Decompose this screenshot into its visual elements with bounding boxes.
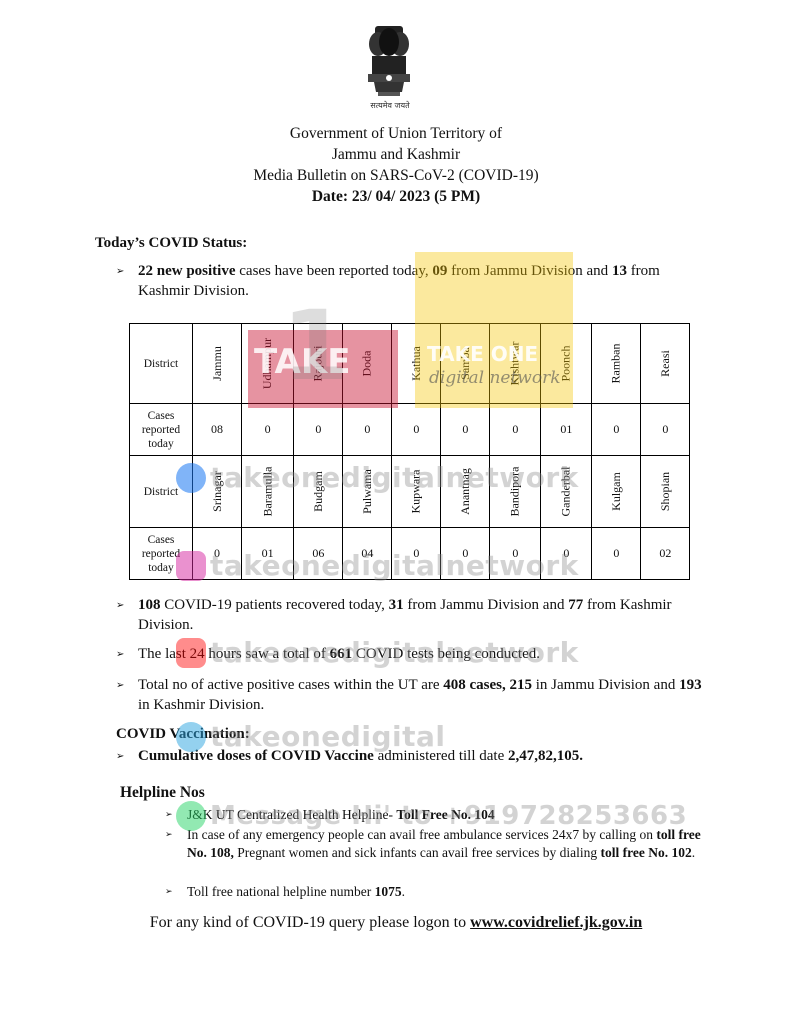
bulletin-header: Government of Union Territory of Jammu a… — [0, 123, 792, 207]
bullet-arrow-icon: ➢ — [116, 751, 125, 762]
district-name-cell: Shopian — [640, 455, 691, 528]
district-name-cell: Poonch — [540, 323, 593, 404]
district-name-cell: Ganderbal — [540, 455, 593, 528]
table-row: District Srinagar Baramulla Budgam Pulwa… — [129, 455, 691, 528]
cases-cell: 0 — [489, 527, 542, 580]
cases-cell: 0 — [440, 403, 491, 456]
cases-cell: 0 — [342, 403, 393, 456]
tests-bullet: ➢ The last 24 hours saw a total of 661 C… — [114, 645, 704, 665]
district-label: District — [129, 455, 193, 528]
district-name-cell: Rajouri — [293, 323, 344, 404]
helpline-item: ➢ In case of any emergency people can av… — [165, 827, 701, 860]
cases-cell: 0 — [293, 403, 344, 456]
helpline-item: ➢ Toll free national helpline number 107… — [165, 884, 405, 899]
emblem-motto: सत्यमेव जयते — [370, 101, 410, 110]
active-cases-bullet: ➢ Total no of active positive cases with… — [116, 677, 702, 713]
district-name-cell: Kishtwar — [489, 323, 542, 404]
cases-cell: 0 — [591, 403, 642, 456]
cases-cell: 01 — [240, 527, 295, 580]
district-name-cell: Kulgam — [591, 455, 642, 528]
district-name-cell: Reasi — [640, 323, 691, 404]
table-row: District Jammu Udhampur Rajouri Doda Kat… — [129, 323, 691, 404]
cases-cell: 0 — [489, 403, 542, 456]
new-cases-bullet: ➢ 22 new positive cases have been report… — [116, 263, 660, 299]
district-name-cell: Budgam — [293, 455, 344, 528]
district-name-cell: Srinagar — [192, 455, 242, 528]
bullet-arrow-icon: ➢ — [165, 810, 173, 820]
district-name-cell: Bandipora — [489, 455, 542, 528]
district-name-cell: Udhampur — [240, 323, 295, 404]
vaccination-bullet: ➢ Cumulative doses of COVID Vaccine admi… — [114, 747, 704, 767]
cases-label: Cases reported today — [129, 403, 193, 456]
vaccination-heading: COVID Vaccination: — [116, 726, 250, 742]
bulletin-date: Date: 23/ 04/ 2023 (5 PM) — [311, 188, 481, 205]
state-emblem-icon — [368, 26, 410, 96]
cases-cell: 0 — [391, 527, 442, 580]
table-row: Cases reported today 08 0 0 0 0 0 0 01 0… — [129, 403, 691, 456]
cases-cell: 0 — [240, 403, 295, 456]
district-name-cell: Kathua — [391, 323, 442, 404]
cases-cell: 0 — [540, 527, 593, 580]
district-label: District — [129, 323, 193, 404]
covidrelief-link[interactable]: www.covidrelief.jk.gov.in — [470, 914, 643, 931]
cases-label: Cases reported today — [129, 527, 193, 580]
cases-cell: 02 — [640, 527, 691, 580]
header-line-3: Media Bulletin on SARS-CoV-2 (COVID-19) — [253, 167, 539, 184]
bullet-arrow-icon: ➢ — [116, 680, 125, 691]
helpline-item: ➢ J&K UT Centralized Health Helpline- To… — [165, 807, 495, 822]
header-line-1: Government of Union Territory of — [289, 125, 503, 142]
cases-cell: 01 — [540, 403, 593, 456]
district-name-cell: Kupwara — [391, 455, 442, 528]
cases-cell: 0 — [192, 527, 242, 580]
cases-cell: 08 — [192, 403, 242, 456]
footer-line: For any kind of COVID-19 query please lo… — [149, 914, 643, 931]
district-name-cell: Ramban — [591, 323, 642, 404]
bullet-arrow-icon: ➢ — [116, 600, 125, 611]
header-line-2: Jammu and Kashmir — [331, 146, 461, 163]
helpline-heading: Helpline Nos — [120, 784, 205, 801]
bullet-arrow-icon: ➢ — [165, 830, 173, 840]
cases-cell: 0 — [440, 527, 491, 580]
cases-cell: 04 — [342, 527, 393, 580]
bullet-arrow-icon: ➢ — [165, 887, 173, 897]
cases-cell: 0 — [640, 403, 691, 456]
district-cases-table: District Jammu Udhampur Rajouri Doda Kat… — [129, 323, 691, 580]
district-name-cell: Jammu — [192, 323, 242, 404]
bullet-arrow-icon: ➢ — [116, 266, 125, 277]
district-name-cell: Doda — [342, 323, 393, 404]
district-name-cell: Pulwama — [342, 455, 393, 528]
bullet-arrow-icon: ➢ — [116, 649, 125, 660]
recovered-bullet: ➢ 108 COVID-19 patients recovered today,… — [116, 597, 672, 633]
district-name-cell: Baramulla — [240, 455, 295, 528]
status-heading: Today’s COVID Status: — [95, 235, 248, 251]
cases-cell: 0 — [391, 403, 442, 456]
cases-cell: 0 — [591, 527, 642, 580]
table-row: Cases reported today 0 01 06 04 0 0 0 0 … — [129, 527, 691, 580]
cases-cell: 06 — [293, 527, 344, 580]
district-name-cell: Samba — [440, 323, 491, 404]
district-name-cell: Anantnag — [440, 455, 491, 528]
